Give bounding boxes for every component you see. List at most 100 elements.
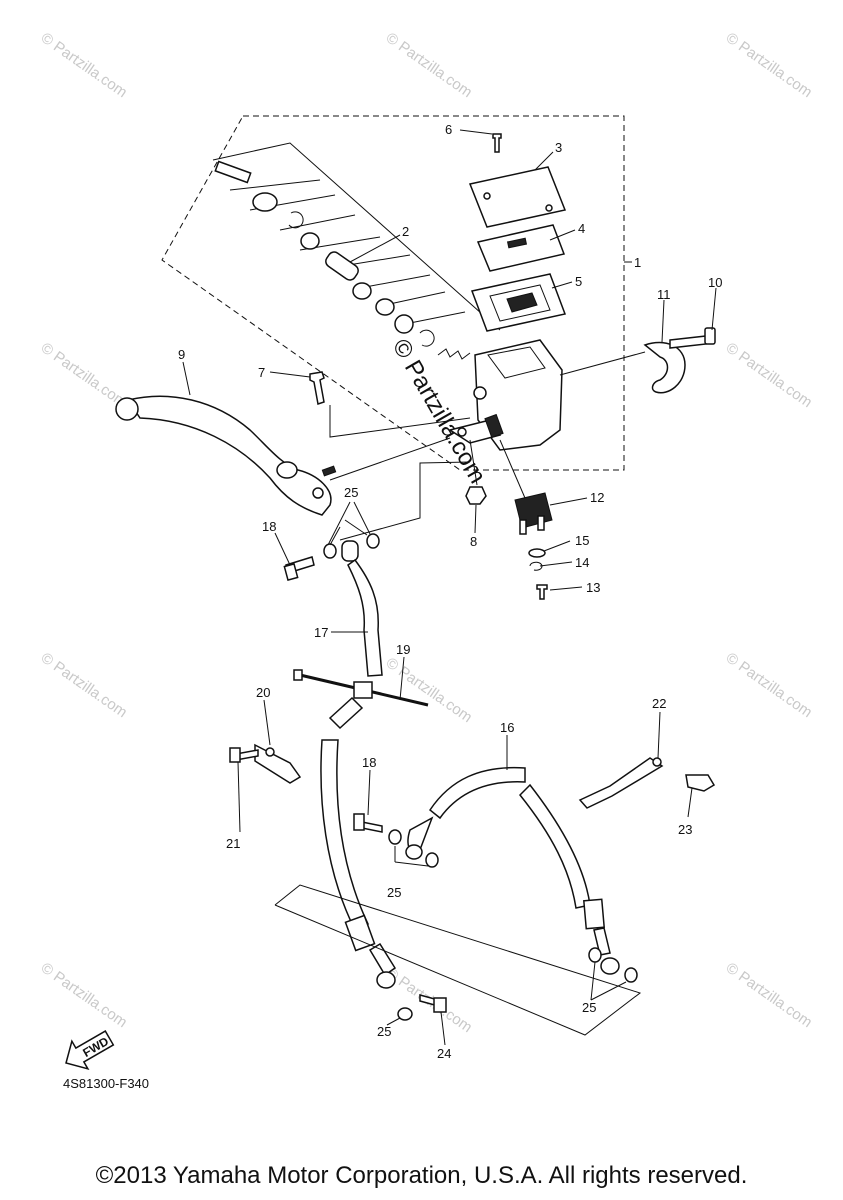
cable-tie-19 xyxy=(293,669,429,707)
callout-25-lower: 25 xyxy=(377,1024,391,1039)
assembly-leaders xyxy=(329,351,646,541)
watermark: © Partzilla.com xyxy=(383,654,476,726)
union-bolt-18-lower xyxy=(361,821,383,833)
leader-25-upper-b xyxy=(353,501,371,535)
leader-25-upper xyxy=(327,501,351,546)
washer-25-e xyxy=(397,1007,413,1021)
caliper-plane xyxy=(274,884,642,1036)
lower-union xyxy=(397,947,638,1021)
watermark: © Partzilla.com xyxy=(383,29,476,101)
return-spring xyxy=(437,348,471,360)
clamp-11 xyxy=(643,341,686,394)
upper-union xyxy=(283,519,380,581)
watermarks: © Partzilla.com © Partzilla.com © Partzi… xyxy=(38,29,816,1036)
brake-lever xyxy=(115,395,337,516)
washer-25-b xyxy=(366,533,380,549)
callout-16: 16 xyxy=(500,720,514,735)
brake-hose-17 xyxy=(347,558,383,677)
watermark: © Partzilla.com xyxy=(38,339,131,411)
banjo-left xyxy=(376,971,396,989)
watermark: © Partzilla.com xyxy=(38,959,131,1031)
callout-5: 5 xyxy=(575,274,582,289)
callout-11: 11 xyxy=(657,287,671,302)
lower-hose-left xyxy=(320,696,397,989)
lever-ball-end xyxy=(115,397,139,421)
callout-22: 22 xyxy=(652,696,666,711)
cup-ring xyxy=(375,298,395,316)
pivot-bolt-7 xyxy=(309,371,325,405)
watermark: © Partzilla.com xyxy=(723,29,816,101)
washer-piston xyxy=(300,232,320,250)
callout-6: 6 xyxy=(445,122,452,137)
callout-3: 3 xyxy=(555,140,562,155)
callout-25-mid: 25 xyxy=(387,885,401,900)
callout-13: 13 xyxy=(586,580,600,595)
spring-clip xyxy=(419,329,435,347)
circlip xyxy=(288,211,304,229)
callout-10: 10 xyxy=(708,275,722,290)
callouts: 1 2 3 4 5 6 7 8 9 10 11 12 13 14 15 16 1… xyxy=(178,122,722,1061)
callout-7: 7 xyxy=(258,365,265,380)
watermark: © Partzilla.com xyxy=(38,29,131,101)
callout-15: 15 xyxy=(575,533,589,548)
washer-25-f xyxy=(588,947,602,963)
washer-15 xyxy=(528,548,546,558)
mid-union xyxy=(353,813,439,868)
clip-23 xyxy=(685,774,716,792)
washer-25-c xyxy=(388,829,402,845)
watermark: © Partzilla.com xyxy=(38,649,131,721)
callout-2: 2 xyxy=(402,224,409,239)
callout-23: 23 xyxy=(678,822,692,837)
brake-hose-16 xyxy=(405,766,620,975)
callout-19: 19 xyxy=(396,642,410,657)
fwd-arrow: FWD xyxy=(65,1030,115,1071)
diagram-code: 4S81300-F340 xyxy=(63,1076,150,1091)
callout-12: 12 xyxy=(590,490,604,505)
callout-4: 4 xyxy=(578,221,585,236)
reservoir-cap xyxy=(468,166,567,228)
callout-8: 8 xyxy=(470,534,477,549)
switch-mount xyxy=(484,413,504,439)
callout-14: 14 xyxy=(575,555,589,570)
nut-8 xyxy=(465,486,487,505)
watermark: © Partzilla.com xyxy=(723,959,816,1031)
clamp-assembly xyxy=(643,327,716,394)
copyright-notice: ©2013 Yamaha Motor Corporation, U.S.A. A… xyxy=(95,1162,748,1189)
piston xyxy=(325,251,359,281)
callout-24: 24 xyxy=(437,1046,451,1061)
callout-20: 20 xyxy=(256,685,270,700)
brake-switch-assembly xyxy=(465,486,553,600)
reservoir-cap-parts xyxy=(468,133,567,332)
washer-25-a xyxy=(323,543,337,559)
hose-joint xyxy=(328,696,364,730)
diaphragm-plate xyxy=(476,224,566,272)
callout-1: 1 xyxy=(634,255,641,270)
callout-25-right: 25 xyxy=(582,1000,596,1015)
callout-9: 9 xyxy=(178,347,185,362)
callout-18-lower: 18 xyxy=(362,755,376,770)
callout-17: 17 xyxy=(314,625,328,640)
piston-guide-lines xyxy=(212,142,501,331)
callout-21: 21 xyxy=(226,836,240,851)
banjo-right xyxy=(600,957,620,975)
watermark: © Partzilla.com xyxy=(723,339,816,411)
cup-secondary xyxy=(394,314,414,334)
assembly-boundary xyxy=(161,115,625,471)
hose-bracket-20 xyxy=(229,743,302,784)
lock-washer-14 xyxy=(529,561,543,571)
washer-25-d xyxy=(425,852,439,868)
dust-boot xyxy=(252,192,278,212)
callout-25-upper: 25 xyxy=(344,485,358,500)
lever-arm xyxy=(126,395,332,516)
hose-bracket-22 xyxy=(578,757,716,809)
watermark: © Partzilla.com xyxy=(723,649,816,721)
push-rod xyxy=(214,160,252,184)
banjo-mid xyxy=(405,844,423,860)
clamp-bolt-10 xyxy=(669,335,707,349)
callout-18-upper: 18 xyxy=(262,519,276,534)
cup-primary xyxy=(352,282,372,300)
callout-leaders xyxy=(182,129,717,1046)
washer-25-g xyxy=(624,967,638,983)
master-cylinder-body xyxy=(448,339,563,451)
